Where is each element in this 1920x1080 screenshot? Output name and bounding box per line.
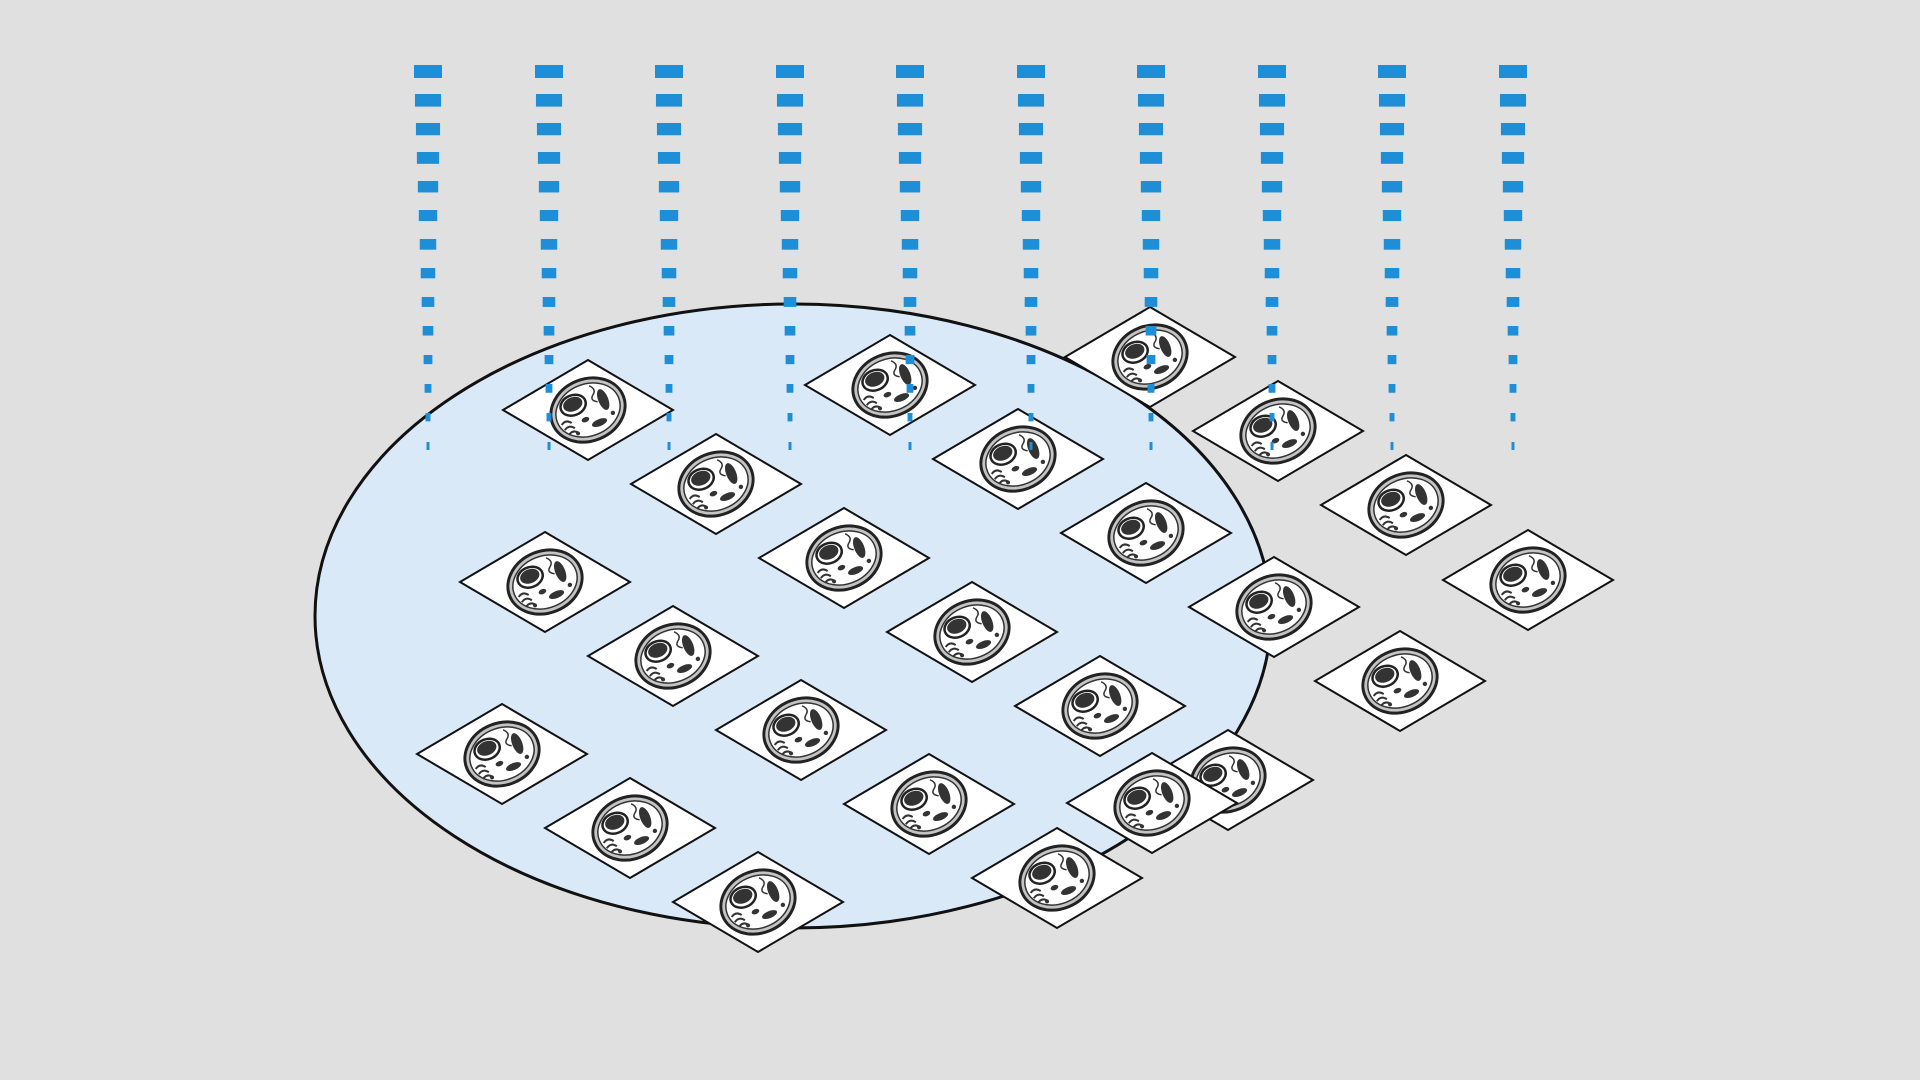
light-beam bbox=[776, 65, 804, 450]
light-beam bbox=[1378, 65, 1406, 450]
cell-tile bbox=[1319, 453, 1493, 557]
cell-tile bbox=[1191, 379, 1365, 483]
light-beam bbox=[535, 65, 563, 450]
light-beam bbox=[1258, 65, 1286, 450]
light-beam bbox=[414, 65, 442, 450]
light-beam bbox=[1017, 65, 1045, 450]
light-beam bbox=[896, 65, 924, 450]
light-beam bbox=[655, 65, 683, 450]
cell-tile bbox=[1313, 629, 1487, 733]
light-beams bbox=[414, 65, 1527, 450]
cell-tile bbox=[1441, 528, 1615, 632]
light-beam bbox=[1137, 65, 1165, 450]
light-beam bbox=[1499, 65, 1527, 450]
